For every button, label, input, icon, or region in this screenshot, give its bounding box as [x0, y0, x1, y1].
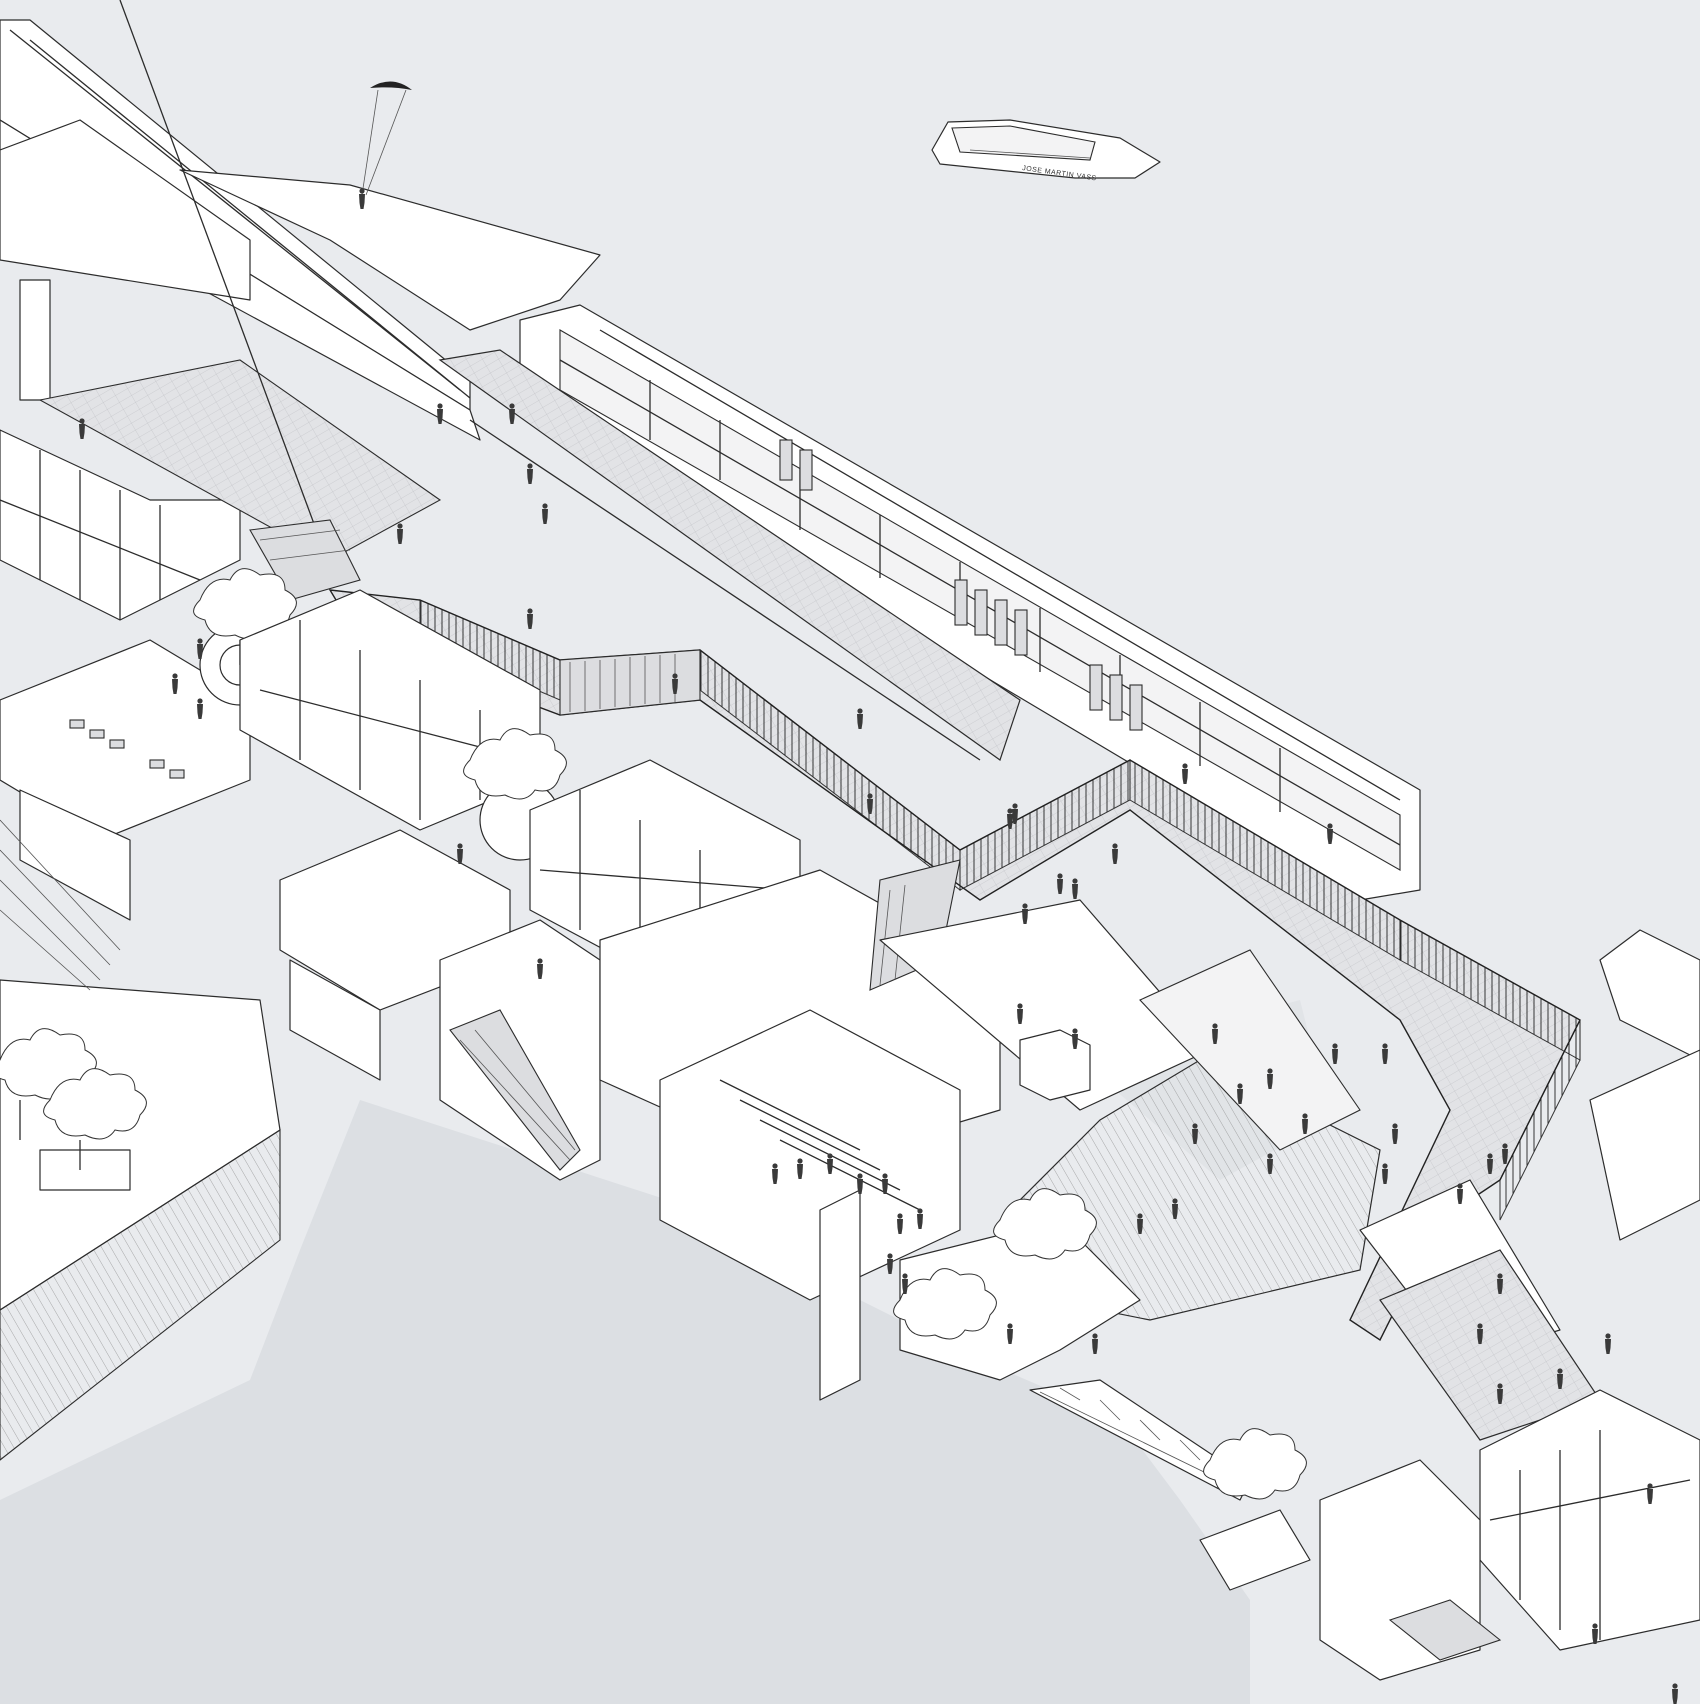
upper-left-ramp-structure — [0, 19, 601, 441]
person-icon — [857, 1173, 863, 1194]
person-icon — [197, 698, 203, 719]
person-icon — [1007, 1323, 1013, 1344]
person-icon — [857, 708, 863, 729]
escalator-lower-right — [1388, 1599, 1502, 1661]
kiosk-box — [1019, 1029, 1091, 1101]
person-icon — [1267, 1153, 1273, 1174]
person-icon — [1672, 1683, 1678, 1704]
person-icon — [1502, 1143, 1508, 1164]
person-icon — [1112, 843, 1118, 864]
person-icon — [1332, 1043, 1338, 1064]
person-icon — [1267, 1068, 1273, 1089]
person-icon — [1592, 1623, 1598, 1644]
person-icon — [1497, 1383, 1503, 1404]
left-room-cluster — [0, 0, 567, 1081]
person-icon — [1237, 1083, 1243, 1104]
person-icon — [1072, 878, 1078, 899]
auditorium-steps — [659, 1009, 961, 1401]
person-icon — [1457, 1183, 1463, 1204]
person-icon — [1072, 1028, 1078, 1049]
person-icon — [797, 1158, 803, 1179]
person-icon — [457, 843, 463, 864]
person-icon — [1557, 1368, 1563, 1389]
tree-icon — [993, 1188, 1097, 1260]
escalator-middle — [449, 1009, 581, 1171]
person-icon — [917, 1208, 923, 1229]
person-icon — [1487, 1153, 1493, 1174]
tree-icon — [193, 568, 297, 640]
person-icon — [902, 1273, 908, 1294]
person-icon — [1092, 1333, 1098, 1354]
person-icon — [1137, 1213, 1143, 1234]
person-icon — [1392, 1123, 1398, 1144]
park-block — [0, 819, 281, 1461]
person-icon — [867, 793, 873, 814]
ferry-boat: JOSE MARTIN VASS — [931, 119, 1161, 182]
person-icon — [1182, 763, 1188, 784]
person-icon — [1497, 1273, 1503, 1294]
person-icon — [527, 463, 533, 484]
person-icon — [887, 1253, 893, 1274]
main-spine-building — [519, 304, 1421, 901]
tree-icon — [463, 728, 567, 800]
person-icon — [509, 403, 515, 424]
person-icon — [1605, 1333, 1611, 1354]
person-icon — [882, 1173, 888, 1194]
people-silhouettes — [79, 188, 1678, 1704]
tree-icon — [43, 1068, 147, 1140]
person-icon — [1017, 1003, 1023, 1024]
person-icon — [537, 958, 543, 979]
lower-plaza — [893, 949, 1381, 1501]
person-icon — [672, 673, 678, 694]
person-icon — [1007, 808, 1013, 829]
person-icon — [1647, 1483, 1653, 1504]
person-icon — [1382, 1163, 1388, 1184]
person-icon — [1192, 1123, 1198, 1144]
person-icon — [359, 188, 365, 209]
person-icon — [1382, 1043, 1388, 1064]
person-icon — [437, 403, 443, 424]
person-icon — [1022, 903, 1028, 924]
person-icon — [827, 1153, 833, 1174]
person-icon — [1212, 1023, 1218, 1044]
person-icon — [1012, 803, 1018, 824]
walkway-stair — [559, 649, 701, 716]
person-icon — [1172, 1198, 1178, 1219]
person-icon — [397, 523, 403, 544]
person-icon — [897, 1213, 903, 1234]
library-shelves — [779, 439, 1143, 731]
person-icon — [1477, 1323, 1483, 1344]
person-icon — [772, 1163, 778, 1184]
person-icon — [542, 503, 548, 524]
diagonal-pedestrian-ramp — [438, 349, 1021, 761]
person-icon — [197, 638, 203, 659]
kite-flyer — [361, 81, 412, 196]
tree-icon — [893, 1268, 997, 1340]
person-icon — [1327, 823, 1333, 844]
person-icon — [1302, 1113, 1308, 1134]
person-icon — [527, 608, 533, 629]
person-icon — [1057, 873, 1063, 894]
person-icon — [172, 673, 178, 694]
tree-icon — [1203, 1428, 1307, 1500]
right-side-buildings — [1199, 929, 1700, 1681]
person-icon — [79, 418, 85, 439]
